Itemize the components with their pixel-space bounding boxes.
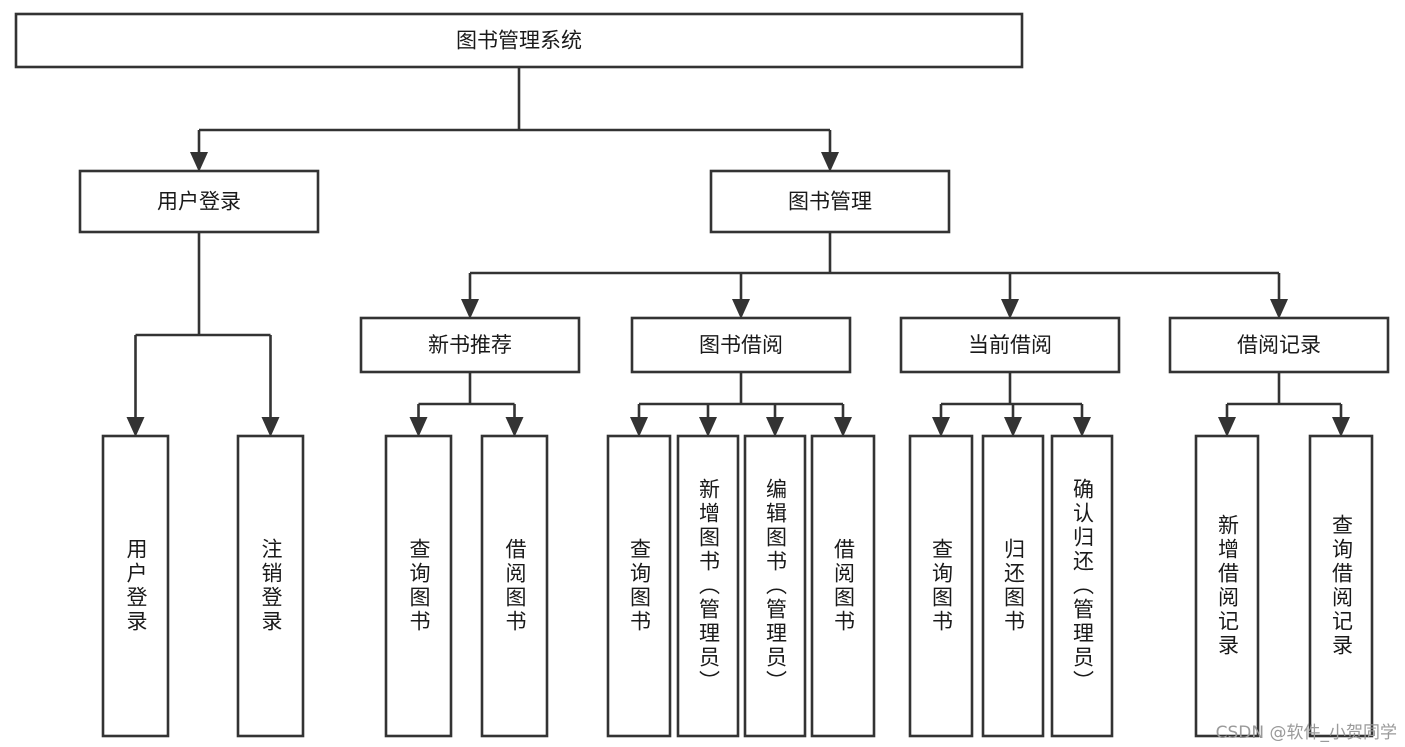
node-box-leaf-user-logout[interactable] — [236, 434, 305, 738]
arrow-head-icon — [1218, 417, 1236, 437]
node-box-new-book-rec[interactable] — [359, 316, 581, 374]
node-box-leaf-user-login[interactable] — [101, 434, 170, 738]
arrow-head-icon — [261, 417, 280, 437]
node-box-leaf-query-record[interactable] — [1308, 434, 1374, 738]
node-box-borrow-record[interactable] — [1168, 316, 1390, 374]
node-box-leaf-query-book-3[interactable] — [908, 434, 974, 738]
node-box-leaf-add-book[interactable] — [676, 434, 740, 738]
arrow-head-icon — [1332, 417, 1350, 437]
node-box-current-borrow[interactable] — [899, 316, 1121, 374]
arrow-head-icon — [821, 152, 839, 172]
arrow-head-icon — [732, 299, 750, 319]
node-label-root: 图书管理系统 — [456, 29, 582, 53]
node-label-borrow-record: 借阅记录 — [1237, 333, 1321, 357]
node-box-leaf-query-book-1[interactable] — [384, 434, 453, 738]
node-box-root[interactable] — [14, 12, 1024, 69]
node-box-user-login[interactable] — [78, 169, 320, 234]
arrow-head-icon — [505, 417, 524, 437]
node-label-user-login: 用户登录 — [157, 190, 241, 214]
node-box-book-manage[interactable] — [709, 169, 951, 234]
node-label-book-borrow: 图书借阅 — [699, 333, 783, 357]
arrow-head-icon — [766, 417, 784, 437]
node-label-new-book-rec: 新书推荐 — [428, 333, 512, 357]
arrow-head-icon — [190, 152, 208, 172]
node-box-leaf-add-record[interactable] — [1194, 434, 1260, 738]
node-box-leaf-borrow-book-1[interactable] — [480, 434, 549, 738]
arrow-head-icon — [1270, 299, 1288, 319]
watermark-text: CSDN @软件_小贺同学 — [1215, 723, 1397, 743]
arrow-head-icon — [1073, 417, 1091, 437]
node-boxes — [14, 12, 1390, 738]
arrow-head-icon — [834, 417, 852, 437]
node-box-leaf-confirm-return[interactable] — [1050, 434, 1114, 738]
node-box-leaf-borrow-book-2[interactable] — [810, 434, 876, 738]
arrow-head-icon — [932, 417, 950, 437]
node-box-book-borrow[interactable] — [630, 316, 852, 374]
connector-lines — [126, 67, 1350, 437]
node-box-leaf-edit-book[interactable] — [743, 434, 807, 738]
node-box-leaf-return-book[interactable] — [981, 434, 1045, 738]
arrow-head-icon — [126, 417, 145, 437]
arrow-head-icon — [409, 417, 428, 437]
arrow-head-icon — [630, 417, 648, 437]
arrow-head-icon — [1004, 417, 1022, 437]
node-label-current-borrow: 当前借阅 — [968, 333, 1052, 357]
arrow-head-icon — [699, 417, 717, 437]
arrow-head-icon — [461, 299, 479, 319]
node-label-book-manage: 图书管理 — [788, 190, 872, 214]
arrow-head-icon — [1001, 299, 1019, 319]
node-box-leaf-query-book-2[interactable] — [606, 434, 672, 738]
